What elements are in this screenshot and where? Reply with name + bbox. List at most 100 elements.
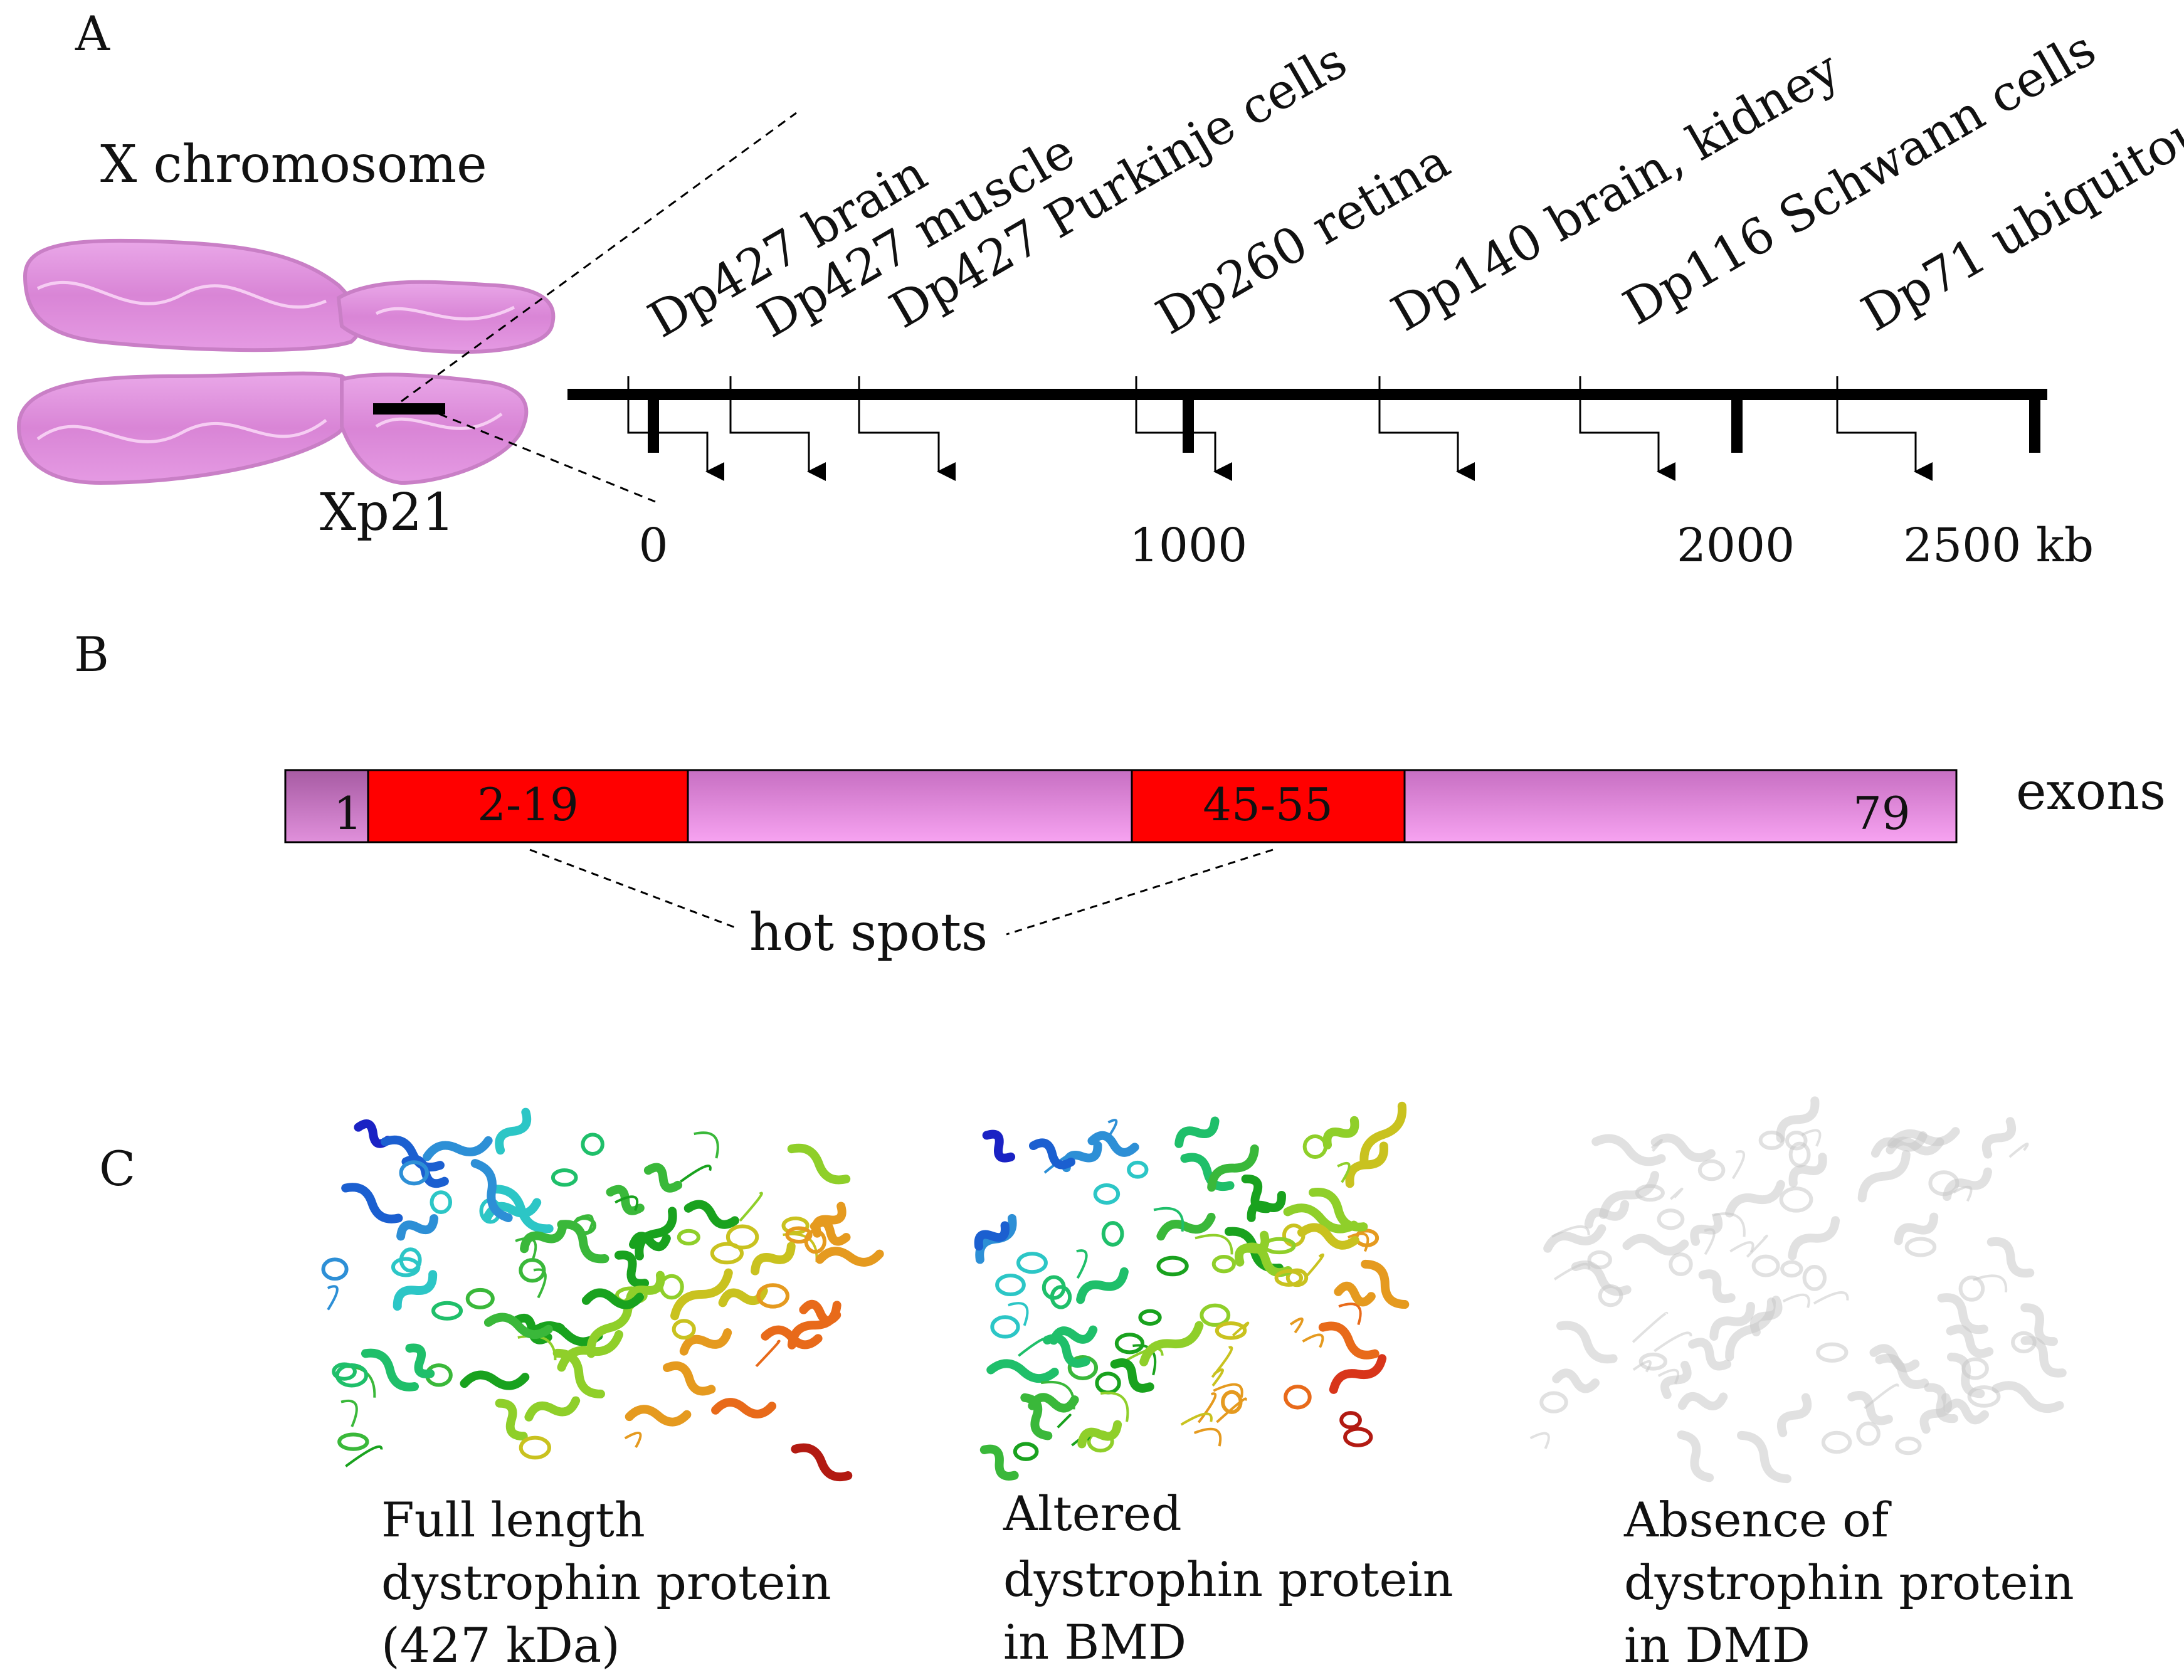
hotspots-label: hot spots bbox=[749, 903, 988, 963]
loop-strand bbox=[1195, 1235, 1232, 1255]
helix-segment bbox=[1556, 1372, 1596, 1390]
protein-caption: Altered bbox=[1003, 1486, 1182, 1541]
coil-loop bbox=[521, 1438, 549, 1458]
helix-segment bbox=[645, 1164, 681, 1191]
coil-loop bbox=[1345, 1429, 1371, 1445]
helix-segment bbox=[463, 1370, 525, 1390]
loop-strand bbox=[2010, 1144, 2028, 1157]
helix-segment bbox=[664, 1361, 714, 1395]
coil-loop bbox=[468, 1290, 493, 1308]
loop-strand bbox=[680, 1166, 710, 1181]
loop-strand bbox=[1531, 1434, 1549, 1449]
coil-loop bbox=[679, 1231, 699, 1244]
isoform-labels: Dp427 brain Dp427 muscle Dp427 Purkinje … bbox=[640, 21, 2184, 349]
helix-segment bbox=[629, 1408, 687, 1424]
helix-segment bbox=[1240, 1175, 1273, 1213]
loop-strand bbox=[340, 1366, 375, 1397]
helix-segment bbox=[765, 1329, 818, 1346]
helix-segment bbox=[1140, 1319, 1203, 1367]
panel-label-c: C bbox=[99, 1141, 135, 1197]
coil-loop bbox=[1700, 1161, 1724, 1180]
coil-loop bbox=[1341, 1413, 1360, 1427]
loop-strand bbox=[1670, 1189, 1682, 1199]
loop-strand bbox=[1747, 1236, 1766, 1257]
helix-segment bbox=[527, 1394, 578, 1424]
hotspot-1-pointer bbox=[530, 850, 737, 928]
helix-segment bbox=[1987, 1237, 2034, 1278]
coil-loop bbox=[1805, 1267, 1825, 1289]
hotspot-1-label: 2-19 bbox=[477, 778, 579, 831]
scale-tick bbox=[648, 395, 659, 453]
exons-legend: exons bbox=[2016, 762, 2166, 822]
scale-label: 2500 kb bbox=[1903, 519, 2094, 573]
helix-segment bbox=[1330, 1353, 1386, 1395]
loop-strand bbox=[1198, 1393, 1215, 1422]
helix-segment bbox=[681, 1326, 730, 1358]
helix-segment bbox=[404, 1344, 436, 1378]
protein-caption: Absence of bbox=[1623, 1492, 1892, 1548]
loop-strand bbox=[1633, 1313, 1667, 1342]
chromosome-title: X chromosome bbox=[100, 135, 487, 194]
coil-loop bbox=[1018, 1254, 1046, 1272]
coil-loop bbox=[1285, 1387, 1310, 1407]
loop-strand bbox=[328, 1286, 337, 1309]
loop-strand bbox=[1181, 1413, 1211, 1424]
loop-strand bbox=[1290, 1319, 1302, 1333]
helix-segment bbox=[819, 1247, 880, 1267]
coil-loop bbox=[1117, 1334, 1142, 1352]
coil-loop bbox=[553, 1170, 576, 1185]
exon-segment-middle bbox=[688, 770, 1132, 842]
coil-loop bbox=[1754, 1257, 1778, 1276]
helix-segment bbox=[1675, 1431, 1715, 1481]
helix-segment bbox=[1599, 1170, 1659, 1220]
helix-segment bbox=[980, 1445, 1019, 1481]
helix-segment bbox=[1323, 1116, 1359, 1150]
coil-loop bbox=[728, 1227, 757, 1248]
loop-strand bbox=[1018, 1339, 1047, 1356]
helix-segment bbox=[1876, 1354, 1928, 1389]
helix-segment bbox=[1849, 1391, 1892, 1425]
loop-strand bbox=[1306, 1255, 1323, 1277]
loop-strand bbox=[1733, 1151, 1744, 1178]
helix-segment bbox=[982, 1130, 1015, 1162]
scale-label: 0 bbox=[638, 519, 668, 573]
dmd-gene-line bbox=[567, 389, 2047, 400]
helix-segment bbox=[1077, 1266, 1128, 1306]
coil-loop bbox=[433, 1303, 461, 1319]
protein-caption: dystrophin protein bbox=[381, 1555, 831, 1610]
helix-segment bbox=[687, 1202, 737, 1227]
coil-loop bbox=[324, 1259, 347, 1279]
helix-segment bbox=[1920, 1394, 1951, 1433]
coil-loop bbox=[1823, 1433, 1850, 1452]
coil-loop bbox=[1897, 1439, 1919, 1453]
helix-segment bbox=[342, 1182, 402, 1224]
loop-strand bbox=[1654, 1333, 1691, 1351]
coil-loop bbox=[1589, 1252, 1610, 1267]
protein-caption: in BMD bbox=[1003, 1614, 1186, 1670]
chromosome-band-label: Xp21 bbox=[320, 483, 455, 542]
protein-structure-colored-icon bbox=[324, 1109, 880, 1482]
helix-segment bbox=[715, 1399, 773, 1417]
scale-tick bbox=[1731, 395, 1743, 453]
coil-loop bbox=[1858, 1424, 1879, 1444]
coil-loop bbox=[997, 1276, 1024, 1294]
scale-tick bbox=[1183, 395, 1194, 453]
helix-segment bbox=[1627, 1237, 1684, 1252]
helix-segment bbox=[1079, 1418, 1121, 1450]
helix-segment bbox=[991, 1363, 1055, 1379]
loop-strand bbox=[1077, 1250, 1087, 1278]
loop-strand bbox=[1058, 1415, 1070, 1427]
hotspot-2-pointer bbox=[1006, 850, 1273, 934]
helix-segment bbox=[1158, 1211, 1213, 1243]
loop-strand bbox=[1100, 1393, 1127, 1422]
loop-strand bbox=[694, 1133, 718, 1158]
loop-strand bbox=[1195, 1429, 1221, 1446]
helix-segment bbox=[1337, 1285, 1373, 1303]
helix-segment bbox=[1982, 1117, 2016, 1158]
coil-loop bbox=[1818, 1345, 1846, 1361]
protein-caption: dystrophin protein bbox=[1003, 1551, 1453, 1607]
helix-segment bbox=[1777, 1394, 1812, 1437]
coil-loop bbox=[1217, 1323, 1245, 1338]
helix-segment bbox=[751, 1240, 795, 1277]
protein-caption: dystrophin protein bbox=[1624, 1555, 2074, 1610]
